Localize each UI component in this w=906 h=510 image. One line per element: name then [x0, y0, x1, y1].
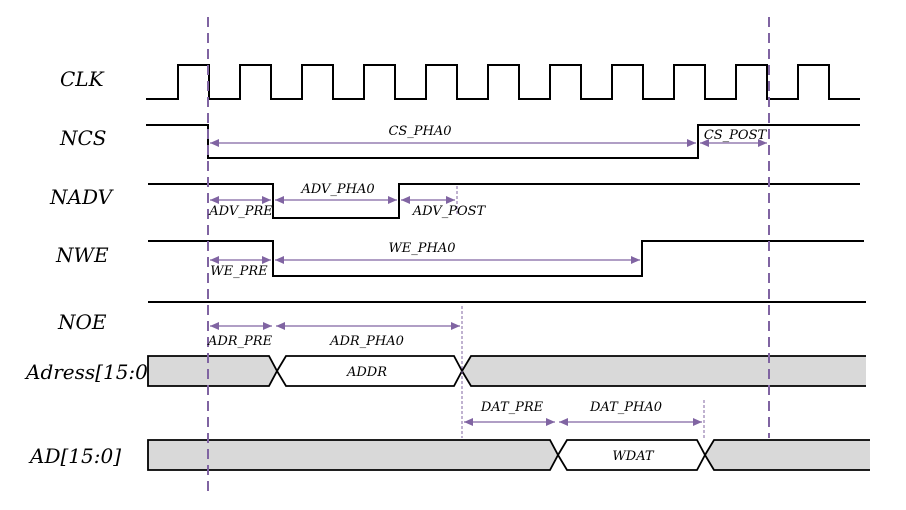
measure-we-pre — [210, 256, 271, 264]
measure-adr-pre — [210, 322, 272, 330]
measure-adv-pha0 — [275, 196, 397, 204]
measure-adr-pha0 — [276, 322, 460, 330]
measure-cs-post — [700, 139, 767, 147]
nwe-waveform — [148, 240, 864, 277]
phase-label-we-pha0: WE_PHA0 — [388, 241, 455, 256]
measure-cs-pha0 — [210, 139, 696, 147]
phase-label-adr-pre: ADR_PRE — [207, 334, 273, 349]
signal-label-clk: CLK — [60, 67, 105, 91]
phase-label-cs-post: CS_POST — [704, 128, 768, 143]
phase-label-cs-pha0: CS_PHA0 — [388, 124, 451, 139]
adress-bus — [147, 355, 866, 387]
measure-dat-pha0 — [559, 418, 702, 426]
signal-label-adress: Adress[15:0] — [24, 360, 156, 384]
phase-label-we-pre: WE_PRE — [210, 264, 268, 279]
bus-value-wdat: WDAT — [612, 449, 654, 464]
signal-label-noe: NOE — [57, 310, 107, 334]
signal-label-ncs: NCS — [59, 126, 107, 150]
phase-label-adv-pre: ADV_PRE — [208, 204, 273, 219]
clk-waveform — [146, 64, 860, 100]
measure-dat-pre — [464, 418, 555, 426]
ncs-waveform — [146, 124, 860, 159]
phase-label-adv-pha0: ADV_PHA0 — [300, 182, 374, 197]
nadv-waveform — [148, 183, 860, 219]
measure-we-pha0 — [275, 256, 640, 264]
phase-label-adv-post: ADV_POST — [412, 204, 487, 219]
measure-adv-pre — [210, 196, 271, 204]
bus-value-addr: ADDR — [346, 365, 387, 380]
signal-label-ad: AD[15:0] — [28, 444, 121, 468]
phase-label-adr-pha0: ADR_PHA0 — [329, 334, 404, 349]
phase-label-dat-pha0: DAT_PHA0 — [589, 400, 662, 415]
signal-label-nwe: NWE — [55, 243, 109, 267]
signal-label-nadv: NADV — [49, 185, 115, 209]
phase-label-dat-pre: DAT_PRE — [480, 400, 544, 415]
measure-adv-post — [401, 196, 455, 204]
ad-bus — [147, 439, 870, 471]
